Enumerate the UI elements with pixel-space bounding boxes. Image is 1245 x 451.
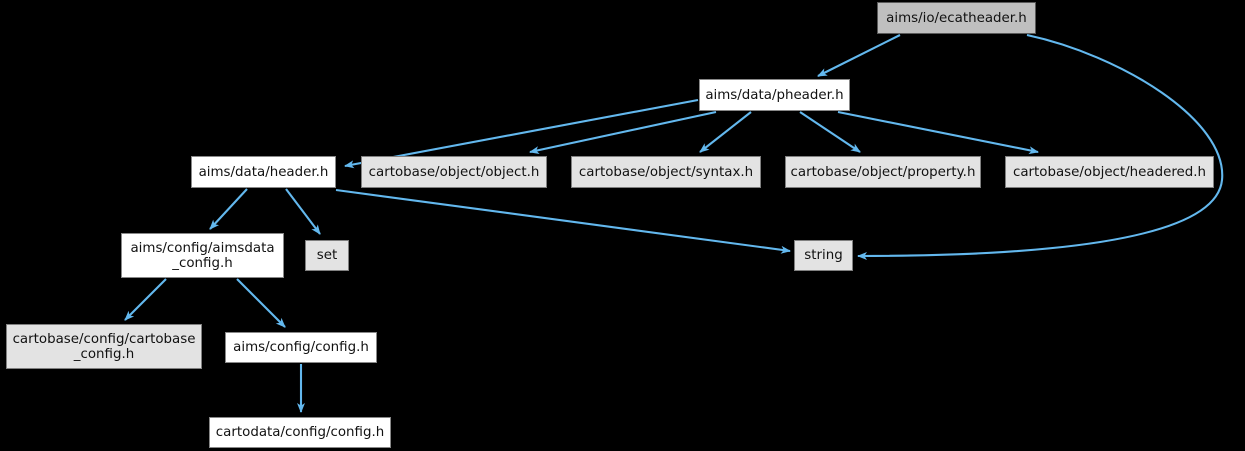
graph-node-pheader[interactable]: aims/data/pheader.h bbox=[699, 79, 850, 111]
edge-pheader-to-object bbox=[529, 110, 717, 155]
graph-node-label: cartodata/config/config.h bbox=[215, 425, 385, 440]
graph-node-label: aims/data/pheader.h bbox=[705, 87, 844, 103]
graph-node-cartodata_config[interactable]: cartodata/config/config.h bbox=[209, 417, 391, 448]
graph-node-label: aims/config/aimsdata _config.h bbox=[130, 240, 275, 271]
graph-node-object[interactable]: cartobase/object/object.h bbox=[361, 156, 547, 188]
edge-header-to-set bbox=[285, 188, 321, 235]
graph-node-header[interactable]: aims/data/header.h bbox=[191, 156, 336, 188]
graph-node-cartobase_config[interactable]: cartobase/config/cartobase _config.h bbox=[6, 324, 202, 369]
graph-node-label: cartobase/object/property.h bbox=[790, 164, 976, 180]
graph-node-label: string bbox=[804, 248, 843, 263]
edge-pheader-to-syntax bbox=[699, 111, 752, 153]
edge-pheader-to-headered bbox=[837, 110, 1039, 155]
edge-ecatheader-to-pheader bbox=[817, 34, 901, 77]
graph-node-label: aims/io/ecatheader.h bbox=[886, 10, 1027, 26]
edge-aimsdata_config-to-aims_config bbox=[236, 278, 286, 328]
graph-node-string[interactable]: string bbox=[794, 240, 853, 271]
edge-ecatheader-to-string bbox=[857, 33, 1224, 260]
graph-node-label: cartobase/config/cartobase _config.h bbox=[12, 331, 196, 362]
graph-node-label: aims/data/header.h bbox=[198, 164, 329, 180]
edge-header-to-aimsdata_config bbox=[209, 188, 248, 230]
graph-node-ecatheader[interactable]: aims/io/ecatheader.h bbox=[877, 2, 1036, 34]
graph-node-label: cartobase/object/headered.h bbox=[1012, 164, 1207, 180]
graph-node-set[interactable]: set bbox=[305, 240, 349, 271]
edge-header-to-string bbox=[335, 188, 791, 254]
graph-node-property[interactable]: cartobase/object/property.h bbox=[785, 156, 981, 188]
graph-node-label: aims/config/config.h bbox=[233, 340, 369, 355]
graph-node-aims_config[interactable]: aims/config/config.h bbox=[225, 332, 377, 363]
graph-node-label: set bbox=[316, 248, 338, 263]
graph-node-aimsdata_config[interactable]: aims/config/aimsdata _config.h bbox=[121, 233, 284, 278]
graph-node-label: cartobase/object/syntax.h bbox=[578, 164, 754, 180]
edge-aimsdata_config-to-cartobase_config bbox=[124, 278, 167, 321]
graph-node-label: cartobase/object/object.h bbox=[368, 164, 540, 180]
edge-pheader-to-header bbox=[344, 98, 699, 169]
edge-pheader-to-property bbox=[799, 111, 861, 153]
graph-node-headered[interactable]: cartobase/object/headered.h bbox=[1005, 156, 1214, 188]
graph-node-syntax[interactable]: cartobase/object/syntax.h bbox=[571, 156, 761, 188]
edge-paths bbox=[124, 33, 1224, 413]
